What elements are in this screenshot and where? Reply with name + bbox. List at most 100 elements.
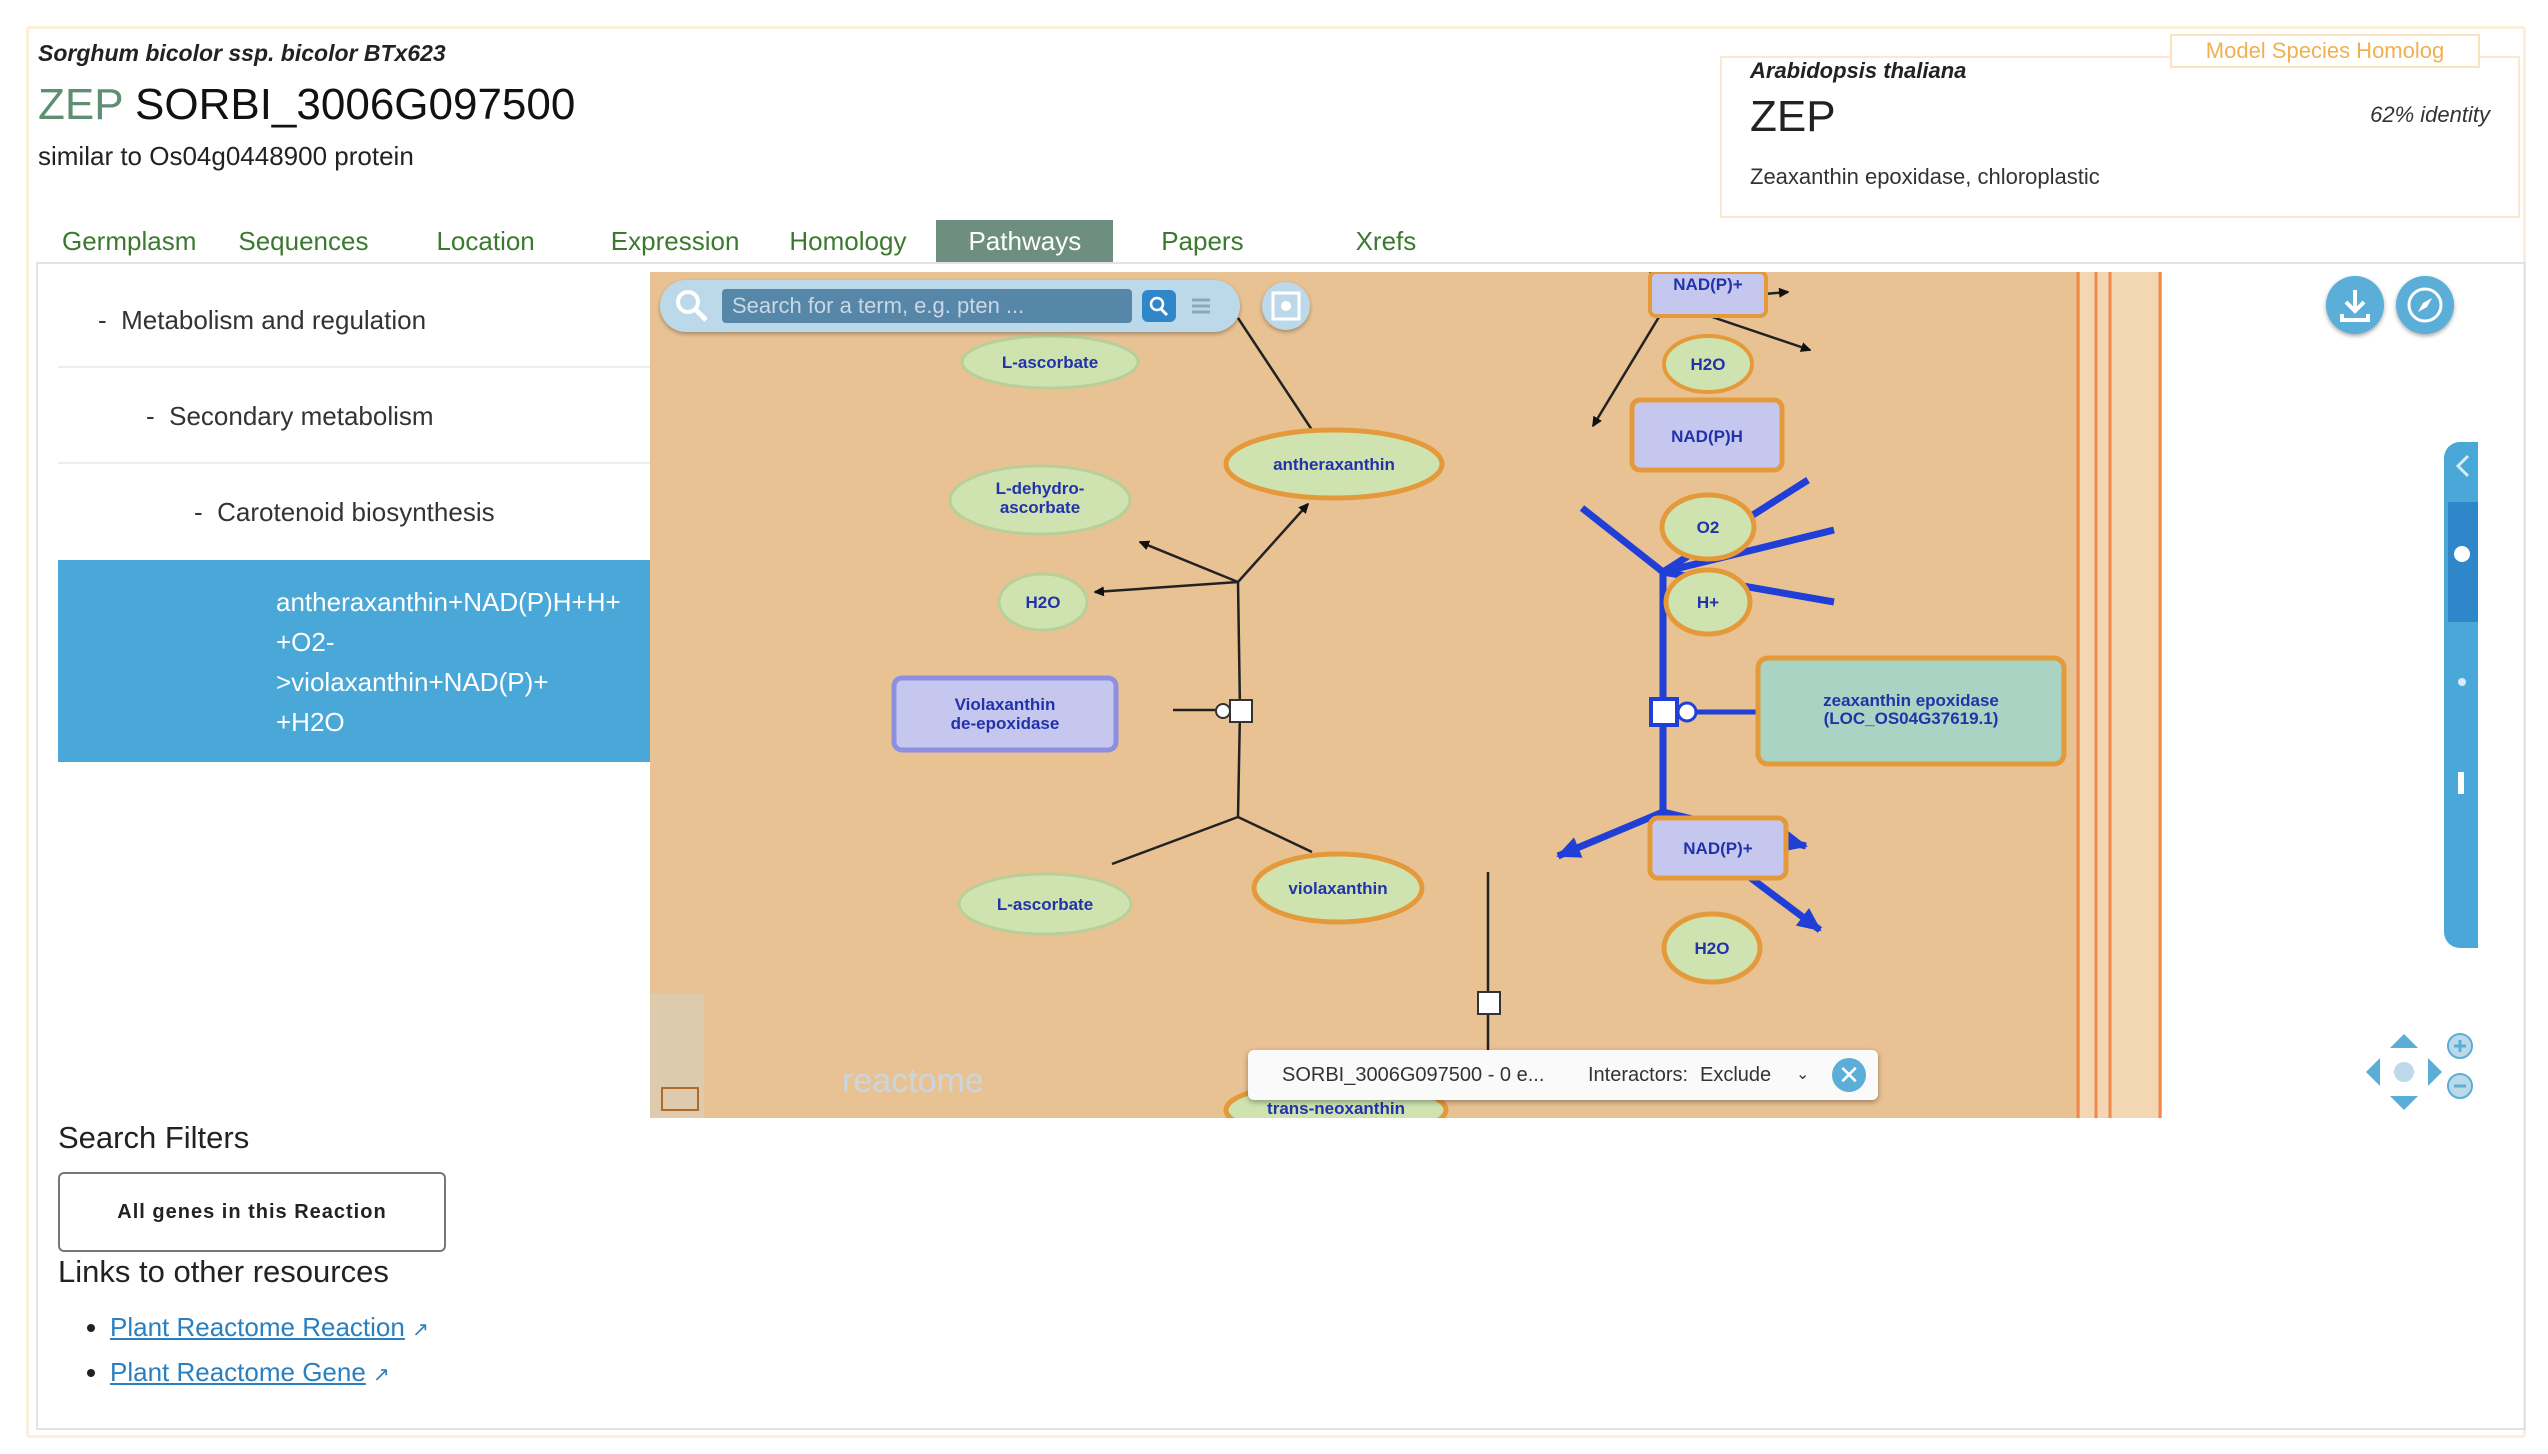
node-violaxanthin-de-epoxidase[interactable]: [891, 675, 1119, 753]
species-name: Sorghum bicolor ssp. bicolor BTx623: [38, 40, 446, 66]
plant-reactome-reaction-link[interactable]: Plant Reactome Reaction: [110, 1312, 405, 1342]
node-label: ascorbate: [1000, 498, 1080, 517]
node-label: (LOC_OS04G37619.1): [1824, 709, 1999, 728]
reaction-line-2: +O2-: [276, 627, 335, 657]
homolog-identity: 62% identity: [2370, 102, 2490, 127]
node-hplus[interactable]: [1663, 567, 1753, 637]
share-icon: [2458, 678, 2466, 686]
tree-item-label: Secondary metabolism: [169, 401, 434, 431]
interactors-value: Exclude: [1700, 1064, 1772, 1086]
tree-item-metabolism[interactable]: - Metabolism and regulation: [58, 272, 650, 368]
reaction-line-1: antheraxanthin+NAD(P)H+H+: [276, 587, 621, 617]
list-item: Plant Reactome Reaction ↗: [110, 1306, 429, 1351]
gene-tabs: Germplasm Sequences Location Expression …: [38, 220, 1438, 262]
tab-germplasm[interactable]: Germplasm: [62, 226, 197, 256]
side-panel-toggle[interactable]: [2444, 442, 2478, 948]
tree-item-label: Metabolism and regulation: [121, 305, 427, 335]
list-item: Plant Reactome Gene ↗: [110, 1351, 429, 1396]
pan-down-icon: [2390, 1096, 2418, 1110]
tree-item-label: Carotenoid biosynthesis: [217, 497, 495, 527]
node-nadp-top[interactable]: [1648, 272, 1768, 318]
node-nadph[interactable]: [1629, 397, 1785, 473]
reaction-line-3: >violaxanthin+NAD(P)+: [276, 667, 549, 697]
node-label: H2O: [1691, 355, 1726, 374]
reaction-line-4: +H2O: [276, 707, 345, 737]
gene-id: SORBI_3006G097500: [135, 80, 576, 129]
node-h2o-top[interactable]: [1662, 334, 1754, 394]
gene-title: ZEP SORBI_3006G097500: [38, 83, 575, 127]
homolog-species: Arabidopsis thaliana: [1750, 58, 1967, 83]
node-label: H+: [1697, 593, 1719, 612]
node-label: L-dehydro-: [996, 479, 1085, 498]
close-icon[interactable]: ✕: [1832, 1058, 1866, 1092]
content-frame: [36, 262, 2526, 1430]
pan-left-icon: [2366, 1058, 2380, 1086]
node-l-ascorbate-bottom[interactable]: [957, 872, 1133, 936]
tree-item-carotenoid[interactable]: - Carotenoid biosynthesis: [194, 497, 495, 527]
reactome-logo: reactome: [842, 1062, 984, 1100]
tab-xrefs[interactable]: Xrefs: [1355, 226, 1417, 256]
tab-expression[interactable]: Expression: [610, 226, 740, 256]
illustration-icon: [2454, 546, 2470, 562]
tab-homology[interactable]: Homology: [789, 226, 907, 256]
search-options-icon[interactable]: [1186, 292, 1216, 320]
node-label: NAD(P)H: [1671, 427, 1743, 446]
tree-item-secondary-metabolism[interactable]: - Secondary metabolism: [58, 368, 650, 464]
node-zeaxanthin-epoxidase[interactable]: [1755, 655, 2067, 767]
external-link-icon: ↗: [373, 1364, 390, 1386]
links-title: Links to other resources: [58, 1254, 389, 1289]
pathway-diagram[interactable]: L-ascorbate L-dehydro- ascorbate H2O L-a…: [650, 272, 2162, 1118]
node-label: NAD(P)+: [1683, 839, 1752, 858]
homolog-tag: Model Species Homolog: [2170, 34, 2480, 68]
node-label: L-ascorbate: [997, 895, 1093, 914]
node-violaxanthin[interactable]: [1251, 851, 1425, 925]
node-label: H2O: [1026, 593, 1061, 612]
node-label: O2: [1697, 518, 1720, 537]
tab-sequences[interactable]: Sequences: [238, 226, 369, 256]
tab-papers[interactable]: Papers: [1161, 226, 1244, 256]
interactors-select[interactable]: Exclude ⌄: [1700, 1050, 1816, 1100]
compass-icon[interactable]: [2396, 276, 2454, 334]
reaction-node[interactable]: [1229, 699, 1253, 723]
plant-reactome-gene-link[interactable]: Plant Reactome Gene: [110, 1357, 366, 1387]
zoom-navigation-control[interactable]: [2364, 1030, 2474, 1114]
tab-pathways[interactable]: Pathways: [936, 220, 1114, 262]
reaction-node[interactable]: [1477, 991, 1501, 1015]
resource-links: Plant Reactome Reaction ↗ Plant Reactome…: [86, 1306, 429, 1396]
pan-up-icon: [2390, 1034, 2418, 1048]
chevron-left-icon: [2455, 454, 2470, 478]
node-label: trans-neoxanthin: [1267, 1099, 1405, 1118]
reaction-node-highlighted[interactable]: [1649, 697, 1679, 727]
minimap-thumbnail[interactable]: [650, 994, 704, 1118]
node-label: de-epoxidase: [951, 714, 1060, 733]
interactor-gene-text: SORBI_3006G097500 - 0 e...: [1282, 1064, 1545, 1086]
all-genes-in-reaction-button[interactable]: All genes in this Reaction: [58, 1172, 446, 1252]
node-antheraxanthin[interactable]: [1223, 427, 1445, 501]
node-o2[interactable]: [1659, 492, 1757, 562]
download-icon[interactable]: [2326, 276, 2384, 334]
diagram-search-bar: [660, 280, 1240, 332]
fit-screen-icon[interactable]: [1262, 282, 1310, 330]
tab-location[interactable]: Location: [436, 226, 535, 256]
compartment-band: [2080, 272, 2162, 1118]
search-submit-icon[interactable]: [1142, 290, 1176, 322]
homolog-description: Zeaxanthin epoxidase, chloroplastic: [1750, 164, 2100, 189]
pan-right-icon: [2428, 1058, 2442, 1086]
diagram-search-input[interactable]: [722, 289, 1132, 323]
diagram-info-bar: SORBI_3006G097500 - 0 e... Interactors: …: [1248, 1050, 1878, 1100]
homolog-symbol: ZEP: [1750, 92, 1836, 141]
tree-item-selected-reaction[interactable]: antheraxanthin+NAD(P)H+H+ +O2- >violaxan…: [58, 560, 650, 762]
node-label: antheraxanthin: [1273, 455, 1395, 474]
info-icon: [2458, 772, 2464, 794]
search-icon[interactable]: [674, 288, 710, 324]
node-nadp-bottom[interactable]: [1647, 815, 1789, 881]
gene-header: Sorghum bicolor ssp. bicolor BTx623 ZEP …: [38, 40, 575, 172]
node-label: zeaxanthin epoxidase: [1823, 691, 1999, 710]
model-species-homolog-box: Arabidopsis thaliana ZEP 62% identity Ze…: [1720, 56, 2520, 218]
node-l-dehydroascorbate[interactable]: [948, 464, 1132, 536]
external-link-icon: ↗: [412, 1319, 429, 1341]
node-h2o-bottom[interactable]: [1661, 911, 1763, 985]
node-label: Violaxanthin: [955, 695, 1056, 714]
node-h2o-left[interactable]: [997, 572, 1089, 632]
node-l-ascorbate-top[interactable]: [960, 334, 1140, 390]
